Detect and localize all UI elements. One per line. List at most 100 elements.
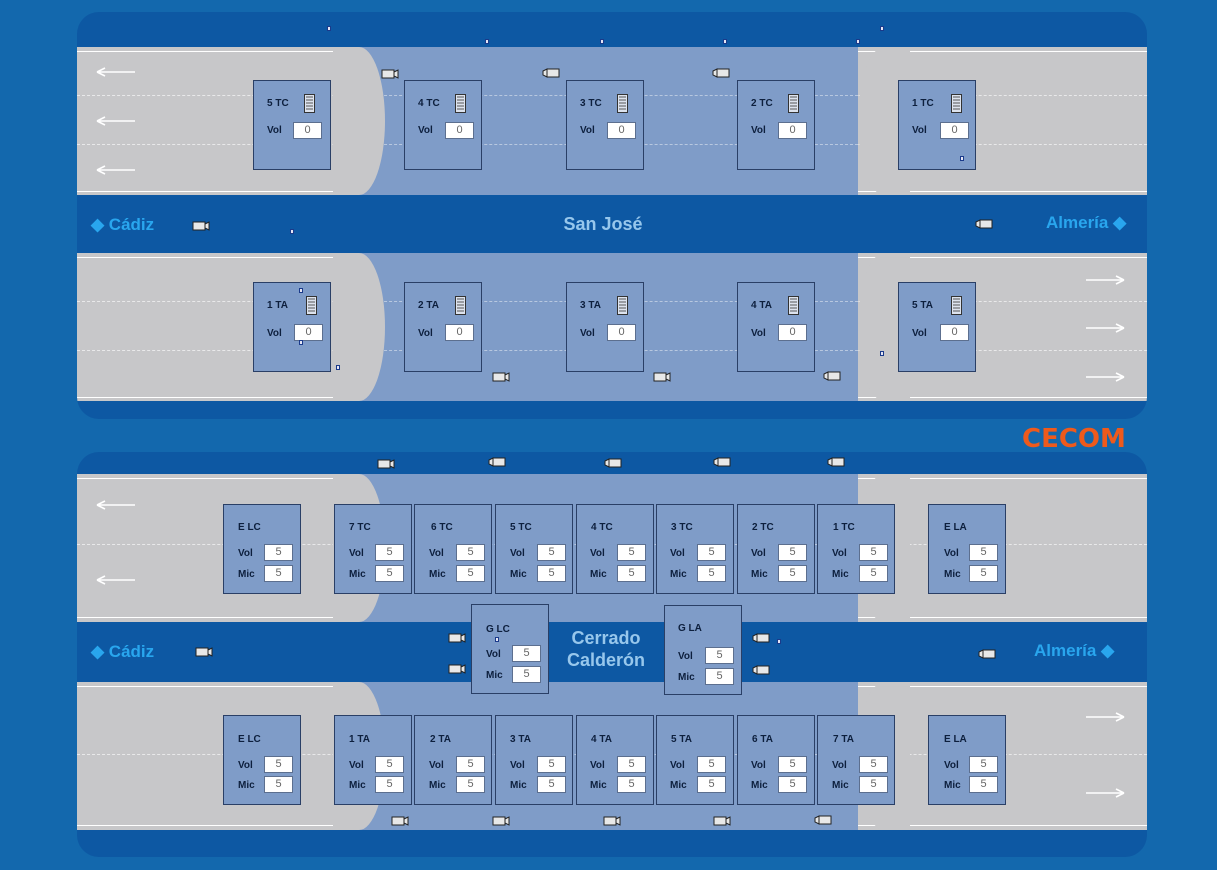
sensor-box-elc-north[interactable]: E LC Vol 5 Mic 5	[223, 504, 301, 594]
mic-field[interactable]: 5	[264, 776, 293, 793]
camera-icon[interactable]	[191, 221, 210, 231]
mic-field[interactable]: 5	[617, 776, 646, 793]
sensor-box-7tc[interactable]: 7 TC Vol 5 Mic 5	[334, 504, 412, 594]
vol-field[interactable]: 5	[264, 544, 293, 561]
sensor-box-ela-south[interactable]: E LA Vol 5 Mic 5	[928, 715, 1006, 805]
vol-field[interactable]: 5	[264, 756, 293, 773]
mic-field[interactable]: 5	[375, 776, 404, 793]
sensor-box-3ta[interactable]: 3 TA Vol 5 Mic 5	[495, 715, 573, 805]
sensor-box-2ta[interactable]: 2 TA Vol 0	[404, 282, 482, 372]
vol-field[interactable]: 0	[445, 324, 474, 341]
vol-field[interactable]: 5	[537, 756, 566, 773]
sensor-marker-icon[interactable]	[336, 365, 340, 370]
camera-icon[interactable]	[712, 68, 731, 78]
sensor-marker-icon[interactable]	[327, 26, 331, 31]
mic-field[interactable]: 5	[969, 565, 998, 582]
vol-field[interactable]: 0	[294, 324, 323, 341]
vol-field[interactable]: 5	[859, 544, 888, 561]
vol-field[interactable]: 5	[456, 544, 485, 561]
sensor-marker-icon[interactable]	[485, 39, 489, 44]
sensor-box-gla[interactable]: G LA Vol 5 Mic 5	[664, 605, 742, 695]
sensor-box-4tc[interactable]: 4 TC Vol 0	[404, 80, 482, 170]
sensor-marker-icon[interactable]	[777, 639, 781, 644]
vol-field[interactable]: 5	[512, 645, 541, 662]
sensor-box-6ta[interactable]: 6 TA Vol 5 Mic 5	[737, 715, 815, 805]
sensor-box-4ta[interactable]: 4 TA Vol 5 Mic 5	[576, 715, 654, 805]
mic-field[interactable]: 5	[705, 668, 734, 685]
sensor-box-5tc[interactable]: 5 TC Vol 0	[253, 80, 331, 170]
sensor-box-4tc[interactable]: 4 TC Vol 5 Mic 5	[576, 504, 654, 594]
sensor-marker-icon[interactable]	[856, 39, 860, 44]
camera-icon[interactable]	[604, 458, 623, 468]
vol-field[interactable]: 5	[778, 756, 807, 773]
vol-field[interactable]: 5	[778, 544, 807, 561]
mic-field[interactable]: 5	[512, 666, 541, 683]
camera-icon[interactable]	[713, 457, 732, 467]
sensor-box-3ta[interactable]: 3 TA Vol 0	[566, 282, 644, 372]
sensor-box-5tc[interactable]: 5 TC Vol 5 Mic 5	[495, 504, 573, 594]
vol-field[interactable]: 5	[969, 544, 998, 561]
sensor-box-5ta[interactable]: 5 TA Vol 0	[898, 282, 976, 372]
vol-field[interactable]: 0	[445, 122, 474, 139]
sensor-marker-icon[interactable]	[723, 39, 727, 44]
camera-icon[interactable]	[978, 649, 997, 659]
vol-field[interactable]: 0	[778, 122, 807, 139]
vol-field[interactable]: 0	[778, 324, 807, 341]
vol-field[interactable]: 5	[456, 756, 485, 773]
camera-icon[interactable]	[975, 219, 994, 229]
mic-field[interactable]: 5	[617, 565, 646, 582]
mic-field[interactable]: 5	[859, 776, 888, 793]
mic-field[interactable]: 5	[456, 776, 485, 793]
sensor-box-2tc[interactable]: 2 TC Vol 0	[737, 80, 815, 170]
vol-field[interactable]: 5	[617, 756, 646, 773]
vol-field[interactable]: 5	[697, 756, 726, 773]
vol-field[interactable]: 5	[617, 544, 646, 561]
mic-field[interactable]: 5	[969, 776, 998, 793]
sensor-box-4ta[interactable]: 4 TA Vol 0	[737, 282, 815, 372]
camera-icon[interactable]	[752, 665, 771, 675]
camera-icon[interactable]	[602, 816, 621, 826]
camera-icon[interactable]	[827, 457, 846, 467]
camera-icon[interactable]	[380, 69, 399, 79]
camera-icon[interactable]	[447, 633, 466, 643]
vol-field[interactable]: 5	[375, 544, 404, 561]
camera-icon[interactable]	[542, 68, 561, 78]
camera-icon[interactable]	[814, 815, 833, 825]
mic-field[interactable]: 5	[456, 565, 485, 582]
sensor-marker-icon[interactable]	[299, 288, 303, 293]
mic-field[interactable]: 5	[697, 565, 726, 582]
camera-icon[interactable]	[491, 372, 510, 382]
vol-field[interactable]: 0	[940, 122, 969, 139]
vol-field[interactable]: 0	[607, 324, 636, 341]
sensor-marker-icon[interactable]	[299, 340, 303, 345]
sensor-marker-icon[interactable]	[600, 39, 604, 44]
mic-field[interactable]: 5	[778, 776, 807, 793]
sensor-box-7ta[interactable]: 7 TA Vol 5 Mic 5	[817, 715, 895, 805]
camera-icon[interactable]	[491, 816, 510, 826]
sensor-box-glc[interactable]: G LC Vol 5 Mic 5	[471, 604, 549, 694]
vol-field[interactable]: 5	[537, 544, 566, 561]
sensor-marker-icon[interactable]	[495, 637, 499, 642]
camera-icon[interactable]	[652, 372, 671, 382]
mic-field[interactable]: 5	[697, 776, 726, 793]
vol-field[interactable]: 5	[859, 756, 888, 773]
camera-icon[interactable]	[823, 371, 842, 381]
vol-field[interactable]: 0	[293, 122, 322, 139]
sensor-box-elc-south[interactable]: E LC Vol 5 Mic 5	[223, 715, 301, 805]
sensor-box-ela-north[interactable]: E LA Vol 5 Mic 5	[928, 504, 1006, 594]
camera-icon[interactable]	[752, 633, 771, 643]
mic-field[interactable]: 5	[264, 565, 293, 582]
mic-field[interactable]: 5	[859, 565, 888, 582]
sensor-box-1ta[interactable]: 1 TA Vol 0	[253, 282, 331, 372]
mic-field[interactable]: 5	[375, 565, 404, 582]
sensor-marker-icon[interactable]	[880, 351, 884, 356]
mic-field[interactable]: 5	[778, 565, 807, 582]
camera-icon[interactable]	[390, 816, 409, 826]
vol-field[interactable]: 5	[705, 647, 734, 664]
mic-field[interactable]: 5	[537, 776, 566, 793]
sensor-marker-icon[interactable]	[290, 229, 294, 234]
sensor-box-3tc[interactable]: 3 TC Vol 5 Mic 5	[656, 504, 734, 594]
camera-icon[interactable]	[488, 457, 507, 467]
camera-icon[interactable]	[447, 664, 466, 674]
sensor-box-2tc[interactable]: 2 TC Vol 5 Mic 5	[737, 504, 815, 594]
